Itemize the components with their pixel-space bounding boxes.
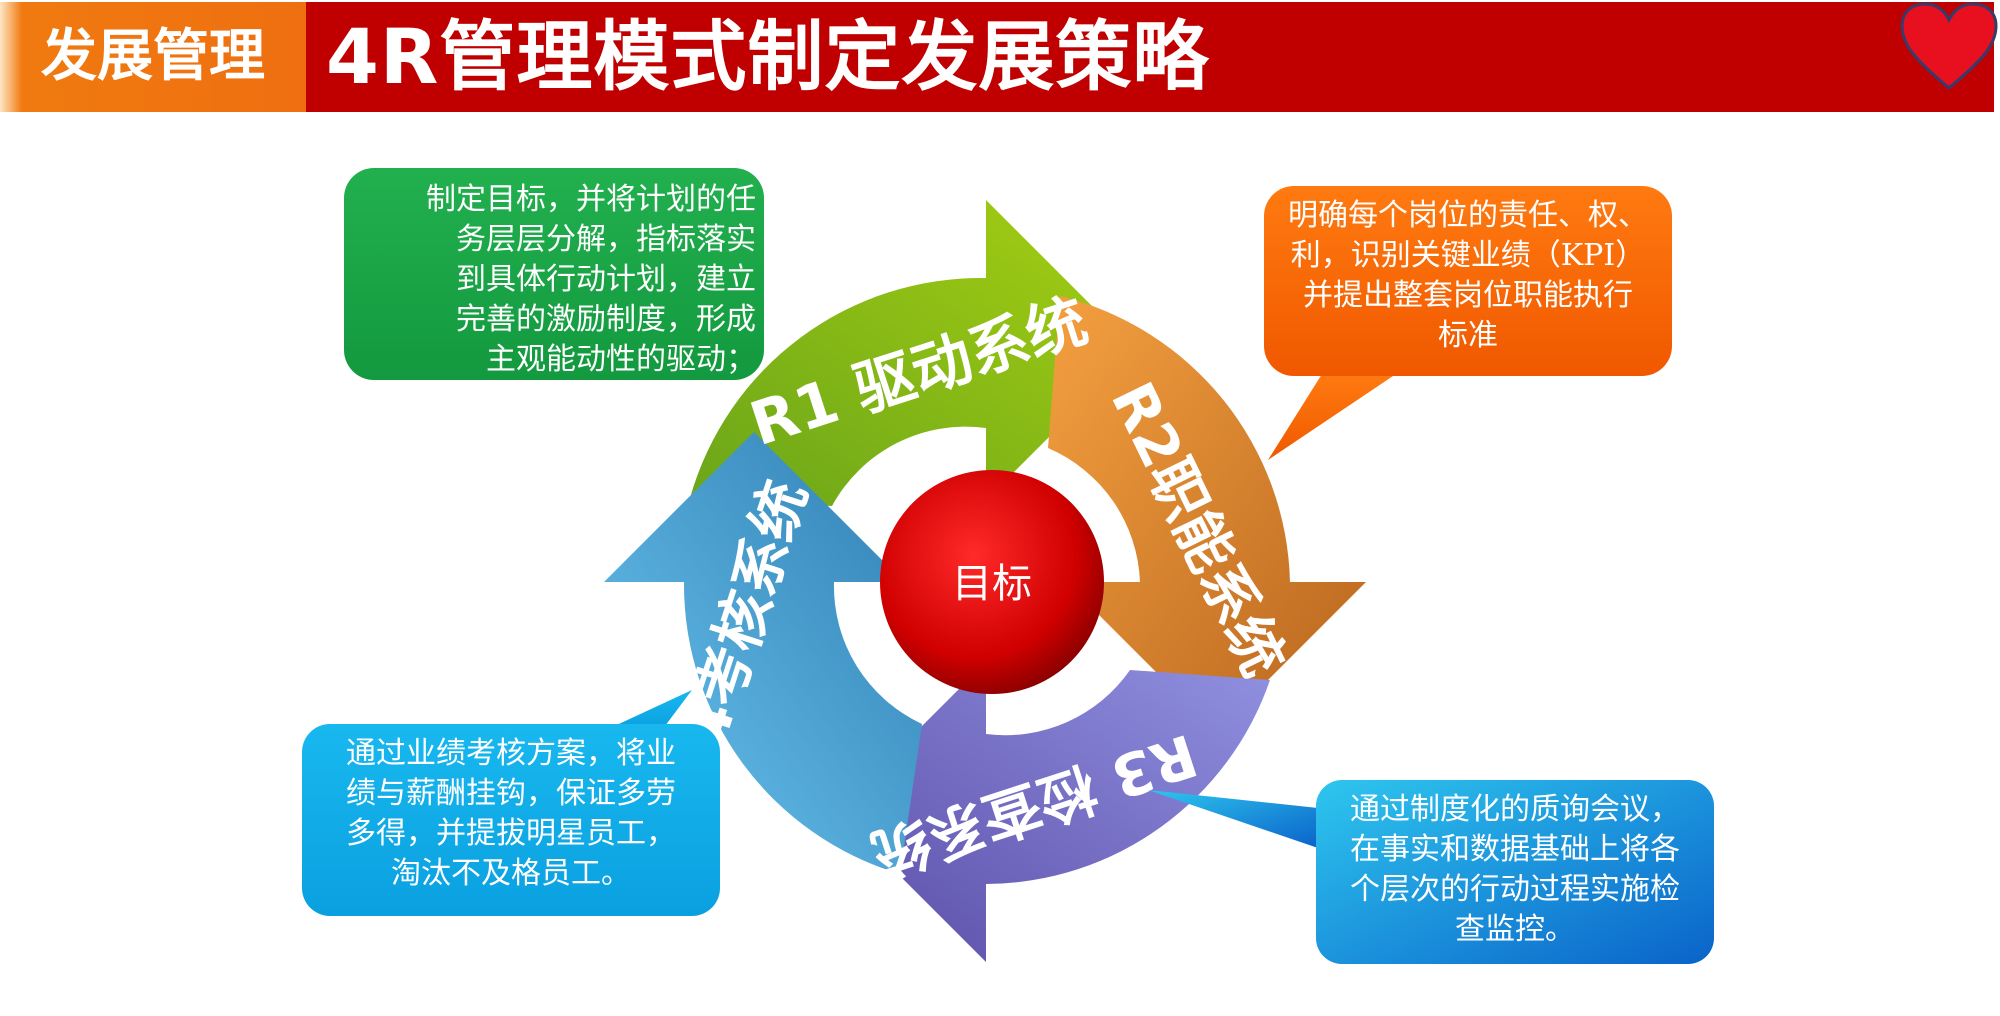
r3-callout-text: 通过制度化的质询会议， 在事实和数据基础上将各 个层次的行动过程实施检 查监控。 [1350, 792, 1680, 947]
r1-callout [344, 168, 764, 380]
r4-callout-text: 通过业绩考核方案，将业 绩与薪酬挂钩，保证多劳 多得，并提拔明星员工， 淘汰不及… [346, 736, 676, 891]
r3-arrow [836, 662, 1270, 962]
r2-callout [1264, 186, 1672, 460]
r1-arrow [690, 200, 1136, 506]
r3-callout [1148, 780, 1714, 964]
r1-callout-text: 制定目标，并将计划的任 务层层分解，指标落实 到具体行动计划，建立 完善的激励制… [426, 182, 756, 377]
r4-callout [302, 690, 720, 916]
section-tag: 发展管理 [0, 2, 306, 112]
r4-arrow [604, 432, 922, 874]
center-circle [880, 470, 1104, 694]
heart-icon [1900, 2, 1998, 90]
header-bar: 发展管理 4R管理模式制定发展策略 [0, 2, 1994, 112]
r2-callout-text: 明确每个岗位的责任、权、 利，识别关键业绩（KPI） 并提出整套岗位职能执行 标… [1288, 198, 1648, 353]
center-label: 目标 [952, 561, 1032, 607]
r2-arrow [1048, 296, 1366, 732]
page-title: 4R管理模式制定发展策略 [326, 12, 1210, 101]
